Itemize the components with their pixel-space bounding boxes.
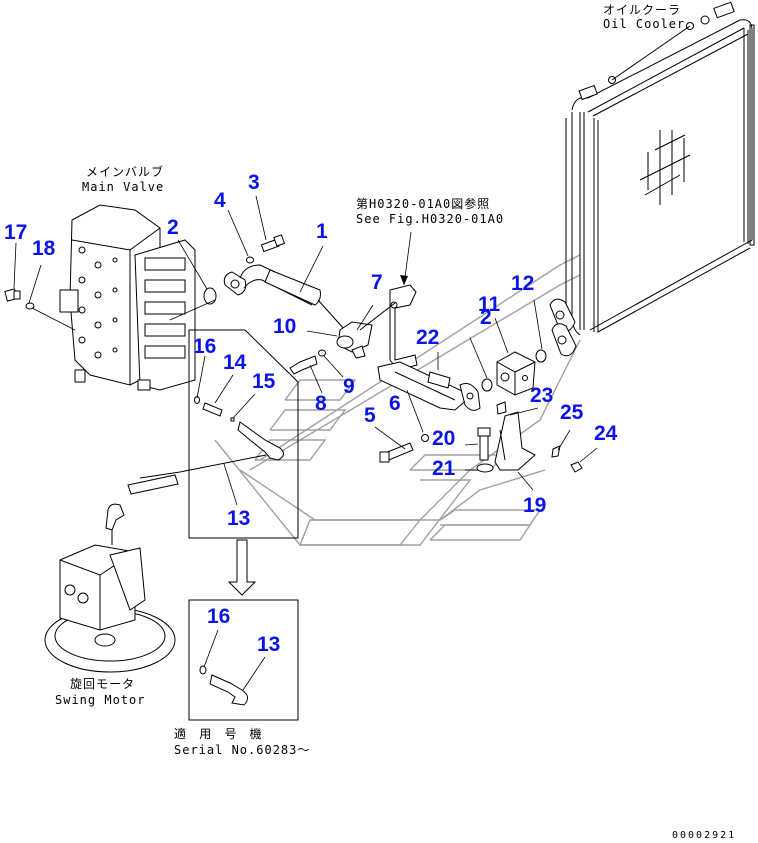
- clamp-bracket-7-10: [289, 284, 418, 375]
- callout-8: 8: [315, 392, 327, 415]
- oil-cooler-label-en: Oil Cooler: [603, 17, 686, 31]
- callout-2-block: 2: [480, 306, 492, 329]
- callout-12: 12: [511, 272, 535, 295]
- down-arrow-icon: [227, 539, 257, 596]
- serial-note-jp: 適 用 号 機: [174, 727, 265, 741]
- callout-4: 4: [214, 189, 226, 212]
- callout-2: 2: [167, 216, 179, 239]
- leader-lines: [13, 195, 598, 691]
- inset-callout-16: 16: [207, 605, 231, 628]
- serial-note-en: Serial No.60283〜: [174, 743, 311, 757]
- callout-7: 7: [371, 271, 383, 294]
- callout-24: 24: [594, 422, 618, 445]
- callout-22: 22: [416, 326, 440, 349]
- bracket-19-hardware: [476, 401, 583, 473]
- bolt-3-washer-4: [246, 234, 286, 264]
- block-11: [481, 349, 547, 396]
- callout-18: 18: [32, 237, 56, 260]
- tube-1: [223, 264, 346, 331]
- callout-1: 1: [316, 220, 328, 243]
- callout-3: 3: [248, 171, 260, 194]
- callout-13: 13: [227, 507, 251, 530]
- callout-9: 9: [343, 375, 355, 398]
- parts-17-18: [4, 288, 35, 310]
- reference-label-jp: 第H0320-01A0図参照: [356, 197, 491, 211]
- callout-16: 16: [193, 335, 217, 358]
- callout-21: 21: [432, 457, 456, 480]
- oil-cooler-drawing: [549, 1, 755, 357]
- callout-5: 5: [364, 404, 376, 427]
- callout-11: 11: [478, 293, 501, 316]
- oil-cooler-label-jp: オイルクーラ: [603, 3, 682, 17]
- inset-box-upper: [188, 329, 299, 539]
- hose-13: [105, 454, 267, 545]
- callout-25: 25: [560, 401, 584, 424]
- callout-17: 17: [4, 221, 28, 244]
- o-ring-2a: [203, 287, 217, 305]
- flow-guides: [214, 254, 581, 546]
- callout-15: 15: [252, 370, 276, 393]
- callout-10: 10: [273, 315, 297, 338]
- main-valve-drawing: [59, 204, 196, 391]
- drawing-number: 00002921: [672, 830, 737, 841]
- inset-callout-13: 13: [257, 633, 281, 656]
- swing-motor-label-jp: 旋回モータ: [70, 677, 136, 691]
- main-valve-label-jp: メインバルブ: [86, 165, 165, 179]
- callout-14: 14: [223, 351, 247, 374]
- callout-6: 6: [389, 392, 401, 415]
- callout-20: 20: [432, 427, 456, 450]
- main-valve-label-en: Main Valve: [82, 180, 165, 194]
- reference-label-en: See Fig.H0320-01A0: [356, 212, 505, 226]
- tube-22: [377, 361, 481, 411]
- callout-23: 23: [530, 384, 554, 407]
- inset-box-lower: [188, 599, 299, 721]
- swing-motor-drawing: [44, 544, 176, 673]
- bolt-5-washer-6: [379, 434, 429, 463]
- callout-19: 19: [523, 494, 547, 517]
- swing-motor-label-en: Swing Motor: [55, 693, 146, 707]
